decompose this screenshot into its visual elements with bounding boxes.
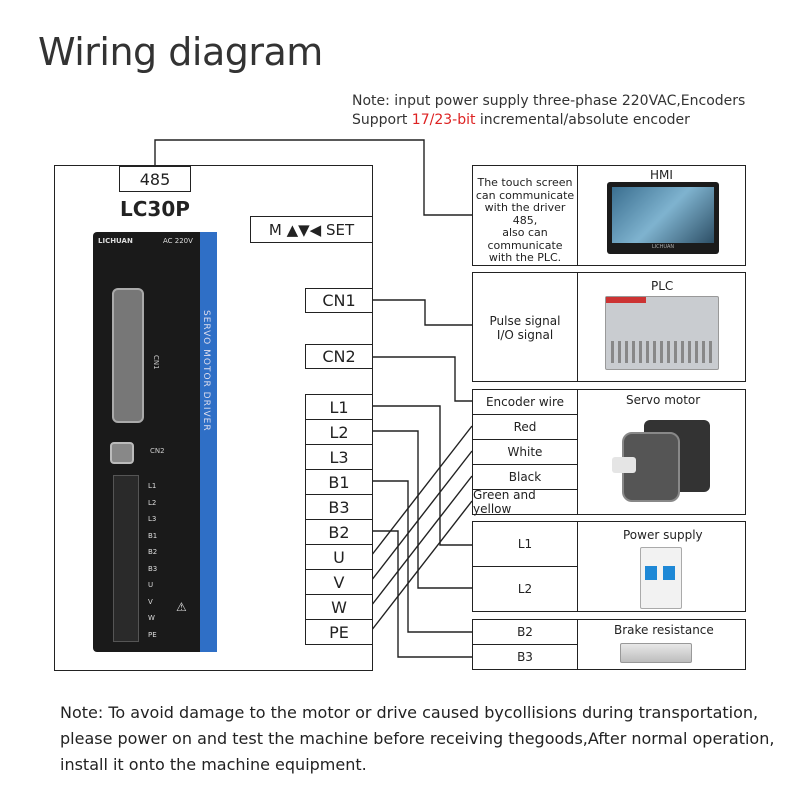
plc-desc-box: [472, 272, 578, 382]
terminal-b2: B2: [305, 519, 373, 545]
hmi-brand: LICHUAN: [651, 244, 675, 250]
wire-l1-power: [371, 405, 472, 546]
brake-b3: B3: [472, 644, 578, 670]
terminal-u: U: [305, 544, 373, 570]
terminal-mark: W: [148, 614, 155, 622]
motor-wire-black: Black: [472, 464, 578, 490]
brake-title: Brake resistance: [614, 623, 714, 637]
hmi-desc-box: [472, 165, 578, 266]
warning-icon: ⚠: [176, 600, 187, 614]
wire-cn2-encoder: [371, 356, 472, 402]
terminal-mark: B1: [148, 531, 158, 540]
wire-485-hmi: [154, 139, 472, 216]
hmi-screen-image: LICHUAN: [607, 182, 719, 254]
note-top: Note: input power supply three-phase 220…: [352, 92, 745, 130]
motor-wire-white: White: [472, 439, 578, 465]
motor-wire-encoder: Encoder wire: [472, 389, 578, 415]
terminal-mark: B2: [148, 548, 158, 556]
drive-brand: LICHUAN: [98, 237, 133, 245]
terminal-b1: B1: [305, 469, 373, 495]
terminal-b3: B3: [305, 494, 373, 520]
terminal-mark: L1: [148, 482, 157, 490]
hmi-desc-line: with the PLC.: [488, 251, 562, 264]
terminal-mark: PE: [148, 630, 157, 639]
terminal-l3: L3: [305, 444, 373, 470]
page-title: Wiring diagram: [38, 30, 323, 74]
brake-b2: B2: [472, 619, 578, 645]
plc-title: PLC: [651, 279, 674, 293]
bottom-note-line1: Note: To avoid damage to the motor or dr…: [60, 703, 759, 722]
terminal-mark: V: [148, 597, 153, 606]
terminal-pe: PE: [305, 619, 373, 645]
motor-title: Servo motor: [626, 393, 701, 407]
drive-blue-strip: [200, 232, 217, 652]
wire-u-red: [370, 425, 473, 557]
power-l2: L2: [517, 582, 533, 596]
terminal-l2: L2: [305, 419, 373, 445]
terminal-mark: B3: [148, 564, 158, 573]
keys-label: M ▲▼◀ SET: [250, 216, 373, 243]
brake-resistor-image: [620, 643, 692, 663]
wire-l2-power: [371, 430, 472, 589]
breaker-image: [640, 547, 682, 609]
terminal-mark: L2: [148, 498, 157, 507]
plc-desc-line: I/O signal: [496, 328, 554, 342]
port-cn1: CN1: [305, 288, 373, 313]
port-485: 485: [119, 166, 191, 192]
plc-device-image: [605, 296, 719, 370]
plc-desc: Pulse signal I/O signal: [473, 314, 577, 342]
hmi-desc-line: communicate: [487, 238, 563, 252]
hmi-desc-line: The touch screen: [477, 176, 573, 189]
note-top-line2-suffix: incremental/absolute encoder: [475, 112, 690, 128]
hmi-desc-line: also can: [502, 226, 548, 239]
drive-strip-text: SERVO MOTOR DRIVER: [201, 310, 211, 432]
note-top-line2: Support 17/23-bit incremental/absolute e…: [352, 111, 745, 130]
terminal-l1: L1: [305, 394, 373, 420]
wire-cn1-plc: [371, 299, 472, 326]
wire-b1-brake: [371, 480, 472, 633]
terminal-marks: L1 L2 L3 B1 B2 B3 U V W PE: [148, 478, 157, 643]
servo-motor-image: [612, 412, 712, 507]
bottom-note-line2: please power on and test the machine bef…: [60, 729, 775, 748]
cn1-connector-icon: [112, 288, 144, 423]
hmi-desc-line: with the driver 485,: [484, 201, 566, 227]
motor-wire-red: Red: [472, 414, 578, 440]
power-l1: L1: [517, 537, 533, 551]
port-cn2: CN2: [305, 344, 373, 369]
power-title: Power supply: [623, 528, 703, 542]
terminal-v: V: [305, 569, 373, 595]
note-top-highlight: 17/23-bit: [411, 112, 476, 128]
terminal-block-icon: [113, 475, 139, 642]
wire-pe-green: [370, 500, 473, 632]
cn2-connector-icon: [110, 442, 134, 464]
hmi-desc-line: can communicate: [475, 188, 575, 202]
note-top-line2-prefix: Support: [352, 112, 412, 128]
hmi-desc: The touch screen can communicate with th…: [473, 176, 577, 265]
wire-b2-brake: [371, 530, 472, 658]
note-top-line1: Note: input power supply three-phase 220…: [352, 93, 746, 109]
terminal-w: W: [305, 594, 373, 620]
motor-wire-green-yellow: Green and yellow: [472, 488, 578, 516]
drive-voltage: AC 220V: [163, 237, 193, 245]
terminal-mark: U: [148, 581, 154, 589]
bottom-note: Note: To avoid damage to the motor or dr…: [60, 700, 780, 778]
bottom-note-line3: install it onto the machine equipment.: [60, 755, 367, 774]
cn1-mark: CN1: [152, 355, 160, 370]
hmi-title: HMI: [650, 168, 673, 182]
cn2-mark: CN2: [150, 447, 165, 455]
power-l2-box: [472, 566, 578, 612]
drive-model: LC30P: [120, 197, 190, 221]
power-l1-box: [472, 521, 578, 567]
wire-w-black: [370, 475, 473, 607]
plc-desc-line: Pulse signal: [489, 314, 561, 328]
terminal-mark: L3: [148, 515, 157, 523]
wire-v-white: [370, 450, 473, 582]
